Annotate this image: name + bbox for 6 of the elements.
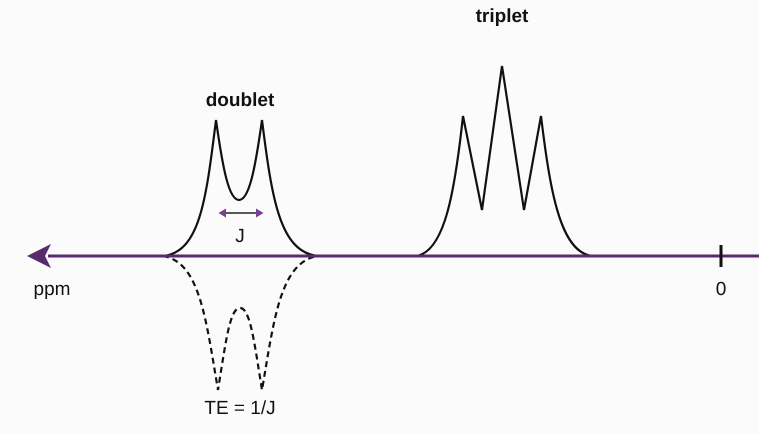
axis-label: ppm xyxy=(34,279,70,301)
peak-label: doublet xyxy=(206,90,274,112)
coupling-label: J xyxy=(235,226,245,248)
peak-label: triplet xyxy=(476,6,528,28)
tick-label: 0 xyxy=(716,279,726,301)
note-text: TE = 1/J xyxy=(204,398,276,420)
